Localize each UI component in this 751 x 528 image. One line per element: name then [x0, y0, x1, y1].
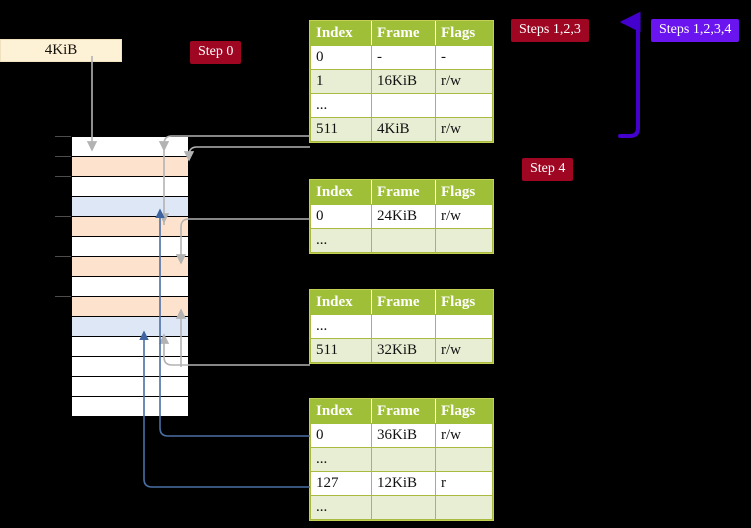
page-table-cell-flags: - [435, 45, 493, 70]
page-table-row: ... [310, 314, 493, 339]
page-table-row: ... [310, 228, 493, 253]
memory-frame-row [71, 316, 189, 337]
page-table-cell-frame [371, 447, 436, 472]
page-table-header-index: Index [310, 399, 372, 424]
memory-frame-tick [55, 256, 71, 257]
page-table-header-frame: Frame [371, 180, 436, 205]
memory-frame-row [71, 196, 189, 217]
page-table-row: 511 4KiB r/w [310, 117, 493, 142]
arrow-pdpt-to-memory [175, 218, 310, 265]
page-table-cell-index: ... [310, 495, 372, 520]
page-table-row: ... [310, 495, 493, 520]
memory-frame-tick [55, 216, 71, 217]
memory-frame-tick [55, 176, 71, 177]
page-table-cell-index: 511 [310, 338, 372, 363]
page-table-cell-frame: 12KiB [371, 471, 436, 496]
page-table-header-flags: Flags [435, 180, 493, 205]
memory-frame-row [71, 176, 189, 197]
memory-frame-tick [55, 136, 71, 137]
page-table-header-frame: Frame [371, 399, 436, 424]
page-table-cell-index: 0 [310, 423, 372, 448]
page-table-cell-flags: r/w [435, 338, 493, 363]
page-table-cell-frame [371, 314, 436, 339]
page-table-header-flags: Flags [435, 399, 493, 424]
memory-size-label: 4KiB [0, 39, 122, 62]
page-table-cell-index: 1 [310, 69, 372, 94]
page-table-header-index: Index [310, 290, 372, 315]
arrow-steps-1234-bracket [618, 11, 641, 138]
page-table-cell-index: 0 [310, 204, 372, 229]
arrow-memrow0-branch [183, 146, 310, 162]
page-table-cell-frame: 4KiB [371, 117, 436, 142]
page-table-cell-frame [371, 228, 436, 253]
memory-frame-row [71, 356, 189, 377]
memory-frame-row [71, 136, 189, 157]
page-table-header-flags: Flags [435, 290, 493, 315]
page-table-cell-frame: - [371, 45, 436, 70]
page-table-cell-frame: 36KiB [371, 423, 436, 448]
page-table-header-frame: Frame [371, 21, 436, 46]
page-table-cell-frame [371, 93, 436, 118]
page-table-cell-flags [435, 447, 493, 472]
page-table-header-index: Index [310, 180, 372, 205]
memory-frame-row [71, 336, 189, 357]
page-table-header-index: Index [310, 21, 372, 46]
step-badge-steps123: Steps 1,2,3 [511, 19, 589, 42]
memory-frame-row [71, 156, 189, 177]
page-table-cell-frame: 16KiB [371, 69, 436, 94]
page-table-cell-flags [435, 228, 493, 253]
step-badge-step0: Step 0 [190, 41, 242, 64]
page-table-header-frame: Frame [371, 290, 436, 315]
memory-frame-row [71, 256, 189, 277]
step-badge-step4: Step 4 [522, 158, 574, 181]
page-table-row: ... [310, 447, 493, 472]
memory-frame-tick [55, 156, 71, 157]
memory-frame-row [71, 296, 189, 317]
page-table-cell-flags: r/w [435, 117, 493, 142]
memory-frame-tick [55, 296, 71, 297]
page-table-cell-index: ... [310, 447, 372, 472]
highlighted-value: r/w [441, 120, 461, 137]
page-table-cell-flags: r/w [435, 423, 493, 448]
page-table-cell-flags [435, 93, 493, 118]
highlighted-value: 511 [316, 120, 338, 137]
page-table-cell-index: ... [310, 93, 372, 118]
page-table-cell-index: ... [310, 228, 372, 253]
page-table-cell-flags: r [435, 471, 493, 496]
page-table-cell-index: ... [310, 314, 372, 339]
step-badge-steps1234: Steps 1,2,3,4 [651, 19, 740, 42]
page-table-header-flags: Flags [435, 21, 493, 46]
memory-frame-row [71, 396, 189, 417]
highlighted-value: 4KiB [377, 120, 410, 137]
page-table-cell-frame: 24KiB [371, 204, 436, 229]
memory-size-label-text: 4KiB [44, 42, 78, 58]
page-table-cell-flags [435, 495, 493, 520]
page-table-cell-flags [435, 314, 493, 339]
memory-frame-row [71, 376, 189, 397]
page-table-cell-index: 0 [310, 45, 372, 70]
page-table-cell-index: 511 [310, 117, 372, 142]
page-table-row: ... [310, 93, 493, 118]
memory-frame-row [71, 236, 189, 257]
page-table-cell-index: 127 [310, 471, 372, 496]
page-table-cell-frame: 32KiB [371, 338, 436, 363]
page-table-cell-frame [371, 495, 436, 520]
page-table-cell-flags: r/w [435, 204, 493, 229]
memory-frame-row [71, 276, 189, 297]
page-table-cell-flags: r/w [435, 69, 493, 94]
memory-frame-row [71, 216, 189, 237]
page-table-row: 0-- [310, 45, 493, 70]
physical-memory-column [55, 136, 189, 417]
